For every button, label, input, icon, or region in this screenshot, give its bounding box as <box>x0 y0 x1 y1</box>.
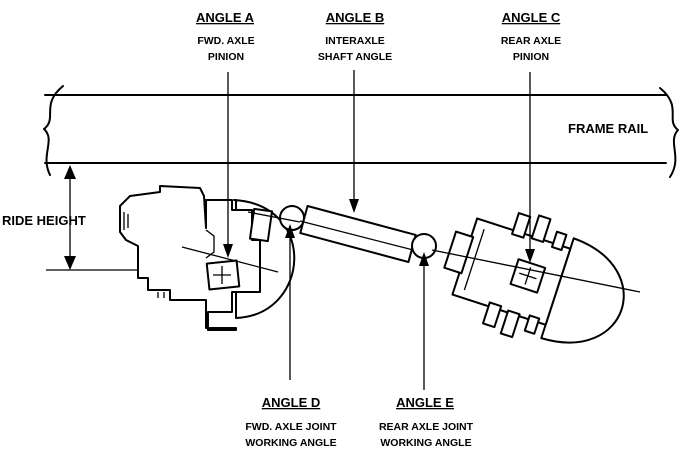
angle-e-line1: REAR AXLE JOINT <box>379 421 474 433</box>
frame-rail <box>43 85 679 178</box>
rear-axle-housing <box>431 212 641 344</box>
frame-rail-label: FRAME RAIL <box>568 121 648 136</box>
angle-c-line1: REAR AXLE <box>501 35 561 47</box>
angle-c-title: ANGLE C <box>502 10 561 25</box>
angle-d-line1: FWD. AXLE JOINT <box>245 421 337 433</box>
angle-e-line2: WORKING ANGLE <box>380 437 471 449</box>
angle-e-title: ANGLE E <box>396 395 454 410</box>
angle-b-line1: INTERAXLE <box>325 35 385 47</box>
angle-a-label: ANGLE A FWD. AXLE PINION <box>196 10 255 63</box>
angle-b-line2: SHAFT ANGLE <box>318 51 392 63</box>
angle-a-line1: FWD. AXLE <box>197 35 254 47</box>
forward-axle-housing <box>119 185 296 331</box>
angle-d-line2: WORKING ANGLE <box>245 437 336 449</box>
angle-d-label: ANGLE D FWD. AXLE JOINT WORKING ANGLE <box>245 395 337 449</box>
angle-a-line2: PINION <box>208 51 244 63</box>
angle-e-label: ANGLE E REAR AXLE JOINT WORKING ANGLE <box>379 395 474 449</box>
ride-height-label: RIDE HEIGHT <box>2 213 86 228</box>
leader-lines <box>223 70 535 390</box>
interaxle-shaft <box>299 204 426 264</box>
angle-a-title: ANGLE A <box>196 10 255 25</box>
angle-b-label: ANGLE B INTERAXLE SHAFT ANGLE <box>318 10 392 63</box>
angle-c-line2: PINION <box>513 51 549 63</box>
forward-u-joint <box>279 205 305 231</box>
angle-b-title: ANGLE B <box>326 10 385 25</box>
angle-c-label: ANGLE C REAR AXLE PINION <box>501 10 561 63</box>
angle-d-title: ANGLE D <box>262 395 321 410</box>
